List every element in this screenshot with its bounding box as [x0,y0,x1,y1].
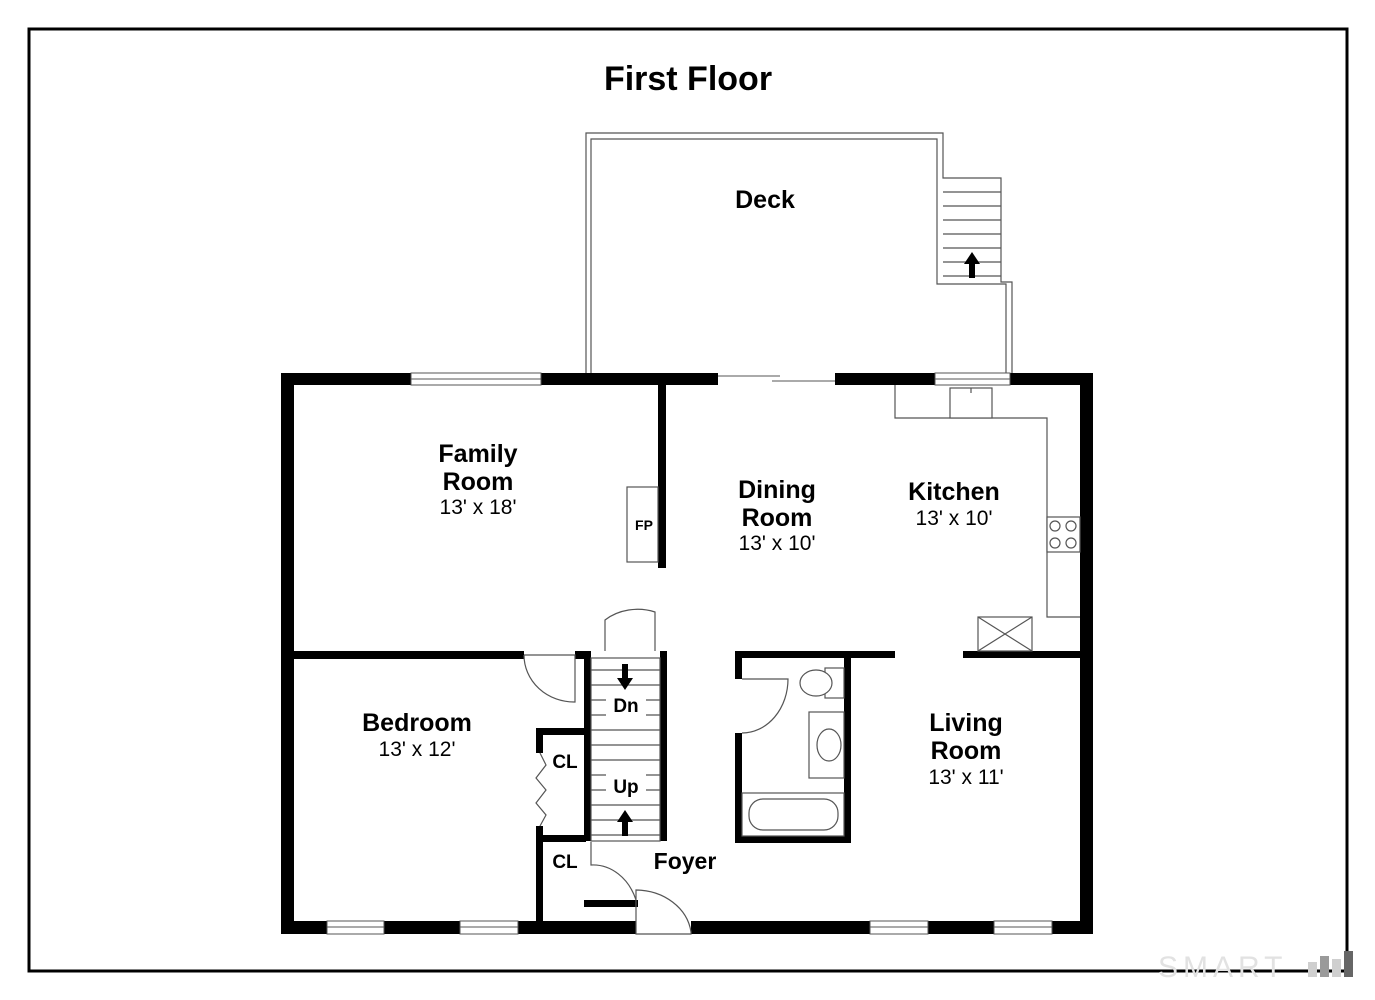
windows [326,372,1053,935]
plan-title: First Floor [604,60,772,98]
deck-label: Deck [735,186,795,214]
exterior-walls [281,373,1093,934]
bedroom-label: Bedroom [362,709,472,737]
bathroom-sink-icon [808,711,845,779]
family-room-dims: 13' x 18' [440,496,517,519]
stairs-up-arrow-icon [617,810,633,836]
page-frame [27,27,1349,973]
staircase [590,657,661,842]
dining-room-label: Dining [738,476,816,504]
closet-label-lower: CL [552,852,578,873]
deck-stairs-up-arrow-icon [964,252,980,278]
dining-room-dims: 13' x 10' [739,532,816,555]
foyer-label: Foyer [654,848,717,874]
smart-mls-logo: SMART [1158,951,1353,984]
entry-door [635,889,692,935]
living-room-label: Living [929,709,1003,737]
watermark-text: SMART [1158,951,1287,984]
kitchen-counter [894,385,1080,618]
living-room-dims: 13' x 11' [928,766,1003,789]
family-room-label: Family [438,440,517,468]
stove-icon [1046,516,1081,553]
refrigerator-icon [977,616,1033,652]
sliding-door [718,375,835,382]
stairs-down-arrow-icon [617,664,633,690]
closet-bifold-door [535,752,547,827]
toilet-icon [799,667,845,699]
dining-room-label-2: Room [742,504,813,532]
living-room-label-2: Room [931,737,1002,765]
stairs-up-label: Up [613,777,638,798]
kitchen-dims: 13' x 10' [916,507,993,530]
family-room-label-2: Room [443,468,514,496]
closet-label-upper: CL [552,752,578,773]
kitchen-label: Kitchen [908,478,1000,506]
bedroom-dims: 13' x 12' [379,738,456,761]
fireplace-label: FP [635,517,653,533]
stairs-down-label: Dn [613,696,638,717]
interior-walls [294,385,1080,921]
deck [585,132,1013,373]
bathtub-icon [741,792,845,837]
fireplace [626,486,659,563]
